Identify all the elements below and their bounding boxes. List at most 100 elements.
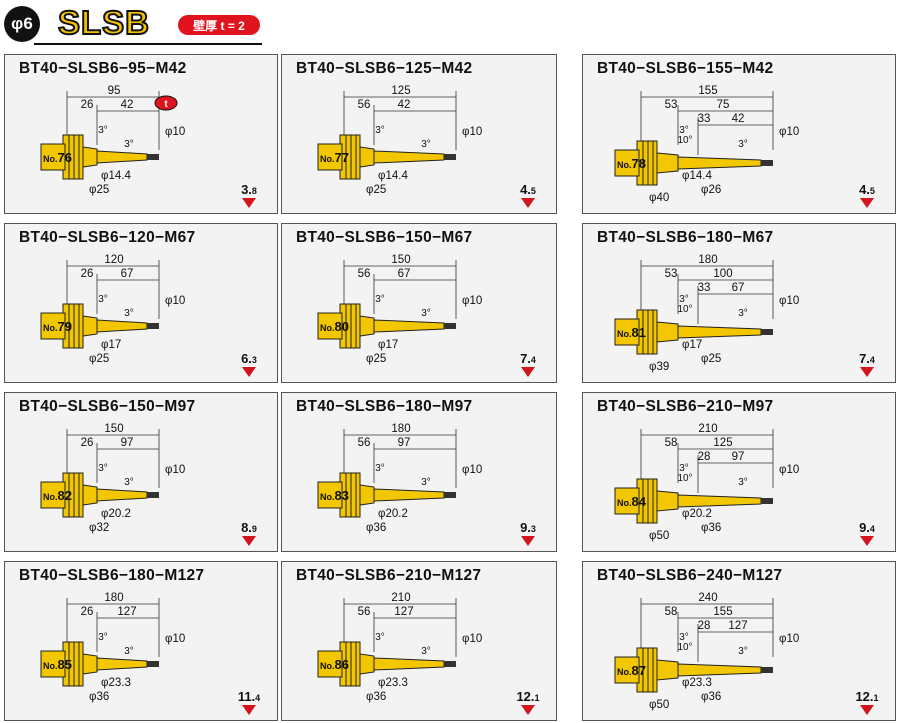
shank-angle-label: 3° (98, 125, 108, 136)
tip-diameter-label: φ10 (779, 126, 799, 138)
model-number-value: 79 (58, 319, 72, 334)
dim-a-label: 26 (81, 99, 94, 111)
down-arrow-icon (242, 536, 256, 546)
weight-decimal: 3 (251, 355, 257, 365)
overall-length-label: 180 (698, 254, 717, 266)
model-number-value: 87 (632, 663, 646, 678)
overall-length-label: 180 (391, 423, 410, 435)
dimension-lines (640, 429, 774, 493)
dim-c-label: 28 (698, 620, 711, 632)
model-number-prefix: No. (617, 498, 632, 508)
shank-angle-label: 3° (375, 125, 385, 136)
tip-diameter-label: φ10 (779, 633, 799, 645)
base-diameter-label: φ50 (649, 530, 669, 542)
down-arrow-icon (521, 705, 535, 715)
tip-diameter-label: φ10 (165, 126, 185, 138)
shank-diameter-label: φ36 (366, 522, 386, 534)
overall-length-label: 150 (391, 254, 410, 266)
dim-a-label: 53 (665, 268, 678, 280)
model-number-value: 84 (632, 494, 647, 509)
model-number: No.81 (617, 325, 646, 340)
tip-diameter-label: φ10 (165, 295, 185, 307)
dim-b-label: 155 (713, 606, 732, 618)
weight-decimal: 4 (869, 524, 875, 534)
overall-length-label: 210 (391, 592, 410, 604)
mid-diameter-label: φ20.2 (101, 508, 131, 520)
weight-value: 4. (520, 182, 531, 197)
mid-diameter-label: φ14.4 (378, 170, 408, 182)
dim-b-label: 42 (398, 99, 411, 111)
dim-a-label: 58 (665, 437, 678, 449)
shank-diameter-label: φ25 (366, 353, 386, 365)
weight-decimal: 3 (530, 524, 536, 534)
shank-diameter-label: φ36 (701, 691, 721, 703)
overall-length-label: 95 (108, 85, 121, 97)
weight-value: 7. (859, 351, 870, 366)
dim-a-label: 56 (358, 437, 371, 449)
product-title: BT40−SLSB6−150−M97 (19, 398, 196, 415)
mid-diameter-label: φ17 (101, 339, 121, 351)
series-title: SLSB (57, 3, 151, 42)
shank-angle-label: 3° (98, 632, 108, 643)
dim-b-label: 127 (117, 606, 136, 618)
thickness-badge (154, 95, 178, 111)
down-arrow-icon (860, 536, 874, 546)
model-number: No.79 (43, 319, 72, 334)
overall-length-label: 180 (104, 592, 123, 604)
header-underline (34, 43, 262, 45)
tip-diameter-label: φ10 (779, 464, 799, 476)
dim-b-label: 127 (394, 606, 413, 618)
dim-b-label: 42 (121, 99, 134, 111)
base-diameter-label: φ39 (649, 361, 669, 373)
tip-angle-label: 3° (124, 308, 134, 319)
model-number: No.86 (320, 657, 349, 672)
tip-angle-label: 3° (421, 477, 431, 488)
model-number: No.77 (320, 150, 349, 165)
thickness-badge-label: t (164, 99, 168, 110)
product-title: BT40−SLSB6−210−M127 (296, 567, 482, 584)
tip-diameter-label: φ10 (462, 295, 482, 307)
phi-value: 6 (23, 14, 33, 33)
model-number-value: 78 (632, 156, 646, 171)
down-arrow-icon (860, 705, 874, 715)
model-number-value: 80 (335, 319, 349, 334)
model-number: No.87 (617, 663, 646, 678)
dim-b-label: 97 (121, 437, 134, 449)
down-arrow-icon (521, 536, 535, 546)
tip-angle-label: 3° (124, 646, 134, 657)
tip-angle-label: 3° (421, 308, 431, 319)
weight-indicator: 8.9 (235, 520, 263, 546)
dim-d-label: 97 (732, 451, 745, 463)
down-arrow-icon (242, 367, 256, 377)
model-number-prefix: No. (320, 492, 335, 502)
tool-body (317, 641, 456, 687)
base-diameter-label: φ50 (649, 699, 669, 711)
tip-diameter-label: φ10 (165, 633, 185, 645)
tip-angle-label: 3° (124, 139, 134, 150)
weight-value: 12. (855, 689, 874, 704)
weight-indicator: 9.4 (853, 520, 881, 546)
shank-angle-label: 3° (98, 294, 108, 305)
product-title: BT40−SLSB6−210−M97 (597, 398, 774, 415)
product-title: BT40−SLSB6−125−M42 (296, 60, 473, 77)
dim-a-label: 26 (81, 606, 94, 618)
dim-a-label: 56 (358, 606, 371, 618)
shank-angle-label: 3° (375, 463, 385, 474)
shank-diameter-label: φ36 (366, 691, 386, 703)
mid-diameter-label: φ23.3 (101, 677, 131, 689)
overall-length-label: 150 (104, 423, 123, 435)
model-number-value: 83 (335, 488, 349, 503)
tool-body (40, 134, 159, 180)
model-number-prefix: No. (320, 323, 335, 333)
mid-diameter-label: φ14.4 (682, 170, 712, 182)
tip-angle-label: 3° (124, 477, 134, 488)
model-number-prefix: No. (43, 661, 58, 671)
